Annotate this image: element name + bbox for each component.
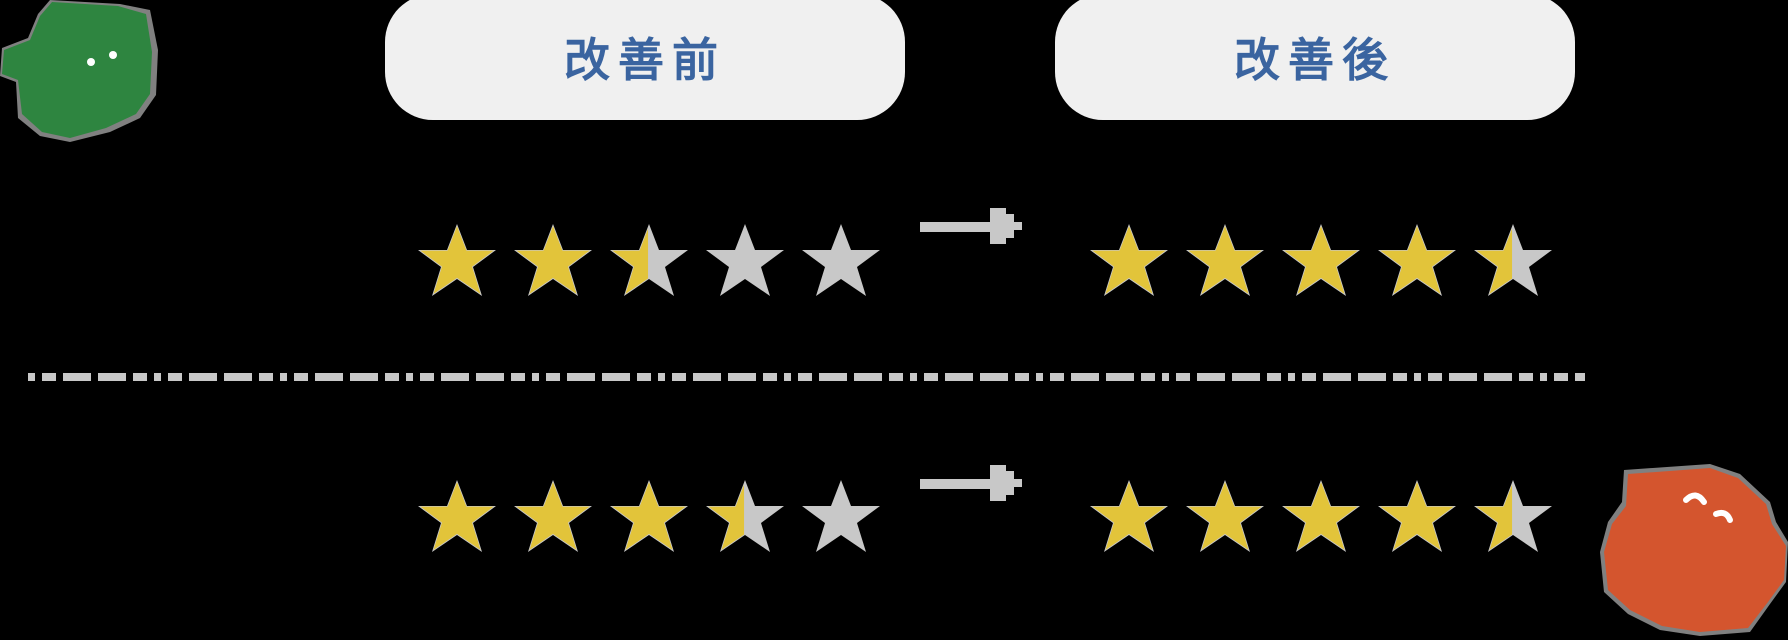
star-empty-icon	[800, 478, 882, 554]
star-filled-icon	[1184, 478, 1266, 554]
star-filled-icon	[1376, 478, 1458, 554]
star-filled-icon	[608, 478, 690, 554]
star-filled-icon	[416, 222, 498, 298]
orange-blob-character-icon	[1600, 462, 1788, 636]
before-header-label: 改善前	[564, 33, 726, 87]
star-filled-icon	[1088, 478, 1170, 554]
star-filled-icon	[1376, 222, 1458, 298]
star-filled-icon	[1280, 222, 1362, 298]
dash-dot-divider	[28, 367, 1585, 381]
green-blob-character-icon	[0, 0, 160, 145]
star-half-icon	[704, 478, 786, 554]
star-filled-icon	[416, 478, 498, 554]
star-half-icon	[1472, 478, 1554, 554]
star-empty-icon	[704, 222, 786, 298]
row-1-before-rating	[416, 222, 882, 298]
star-filled-icon	[512, 478, 594, 554]
after-header-label: 改善後	[1234, 33, 1396, 87]
before-header: 改善前	[385, 0, 905, 120]
row-2-before-rating	[416, 478, 882, 554]
star-half-icon	[608, 222, 690, 298]
row-2-after-rating	[1088, 478, 1554, 554]
star-empty-icon	[800, 222, 882, 298]
row-2-arrow-right-icon	[918, 463, 1030, 503]
row-1-after-rating	[1088, 222, 1554, 298]
star-half-icon	[1472, 222, 1554, 298]
star-filled-icon	[1184, 222, 1266, 298]
after-header: 改善後	[1055, 0, 1575, 120]
row-1-arrow-right-icon	[918, 206, 1030, 246]
star-filled-icon	[1088, 222, 1170, 298]
star-filled-icon	[512, 222, 594, 298]
star-filled-icon	[1280, 478, 1362, 554]
